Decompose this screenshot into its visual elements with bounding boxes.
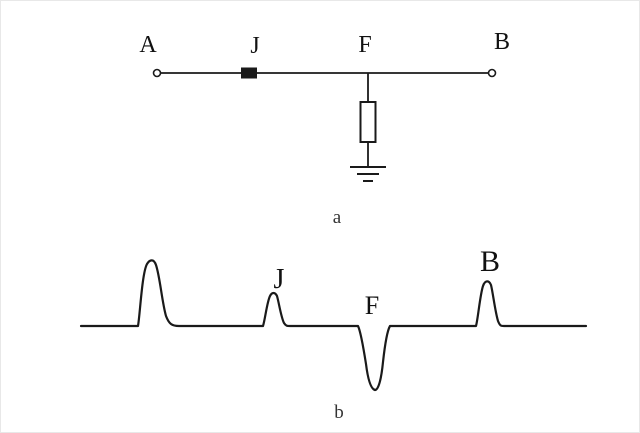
waveform-caption: b (334, 402, 344, 423)
waveform-fault-label: F (365, 291, 379, 320)
waveform-joint-label: J (274, 264, 285, 295)
fault-branch (350, 73, 386, 182)
terminal-a-label: A (139, 32, 157, 58)
waveform-trace-group: J F B b (79, 245, 588, 423)
waveform-trace (79, 259, 588, 392)
waveform-end-label: B (480, 245, 500, 278)
terminal-b-label: B (494, 29, 510, 55)
fault-label: F (358, 32, 371, 58)
circuit-schematic: A J F B (139, 29, 510, 228)
resistor (359, 101, 377, 143)
joint-label: J (250, 33, 259, 59)
ground-icon (350, 166, 386, 182)
joint-marker (241, 67, 257, 79)
terminal-b-node (487, 68, 497, 78)
circuit-caption: a (333, 207, 342, 228)
terminal-a-node (152, 68, 162, 78)
